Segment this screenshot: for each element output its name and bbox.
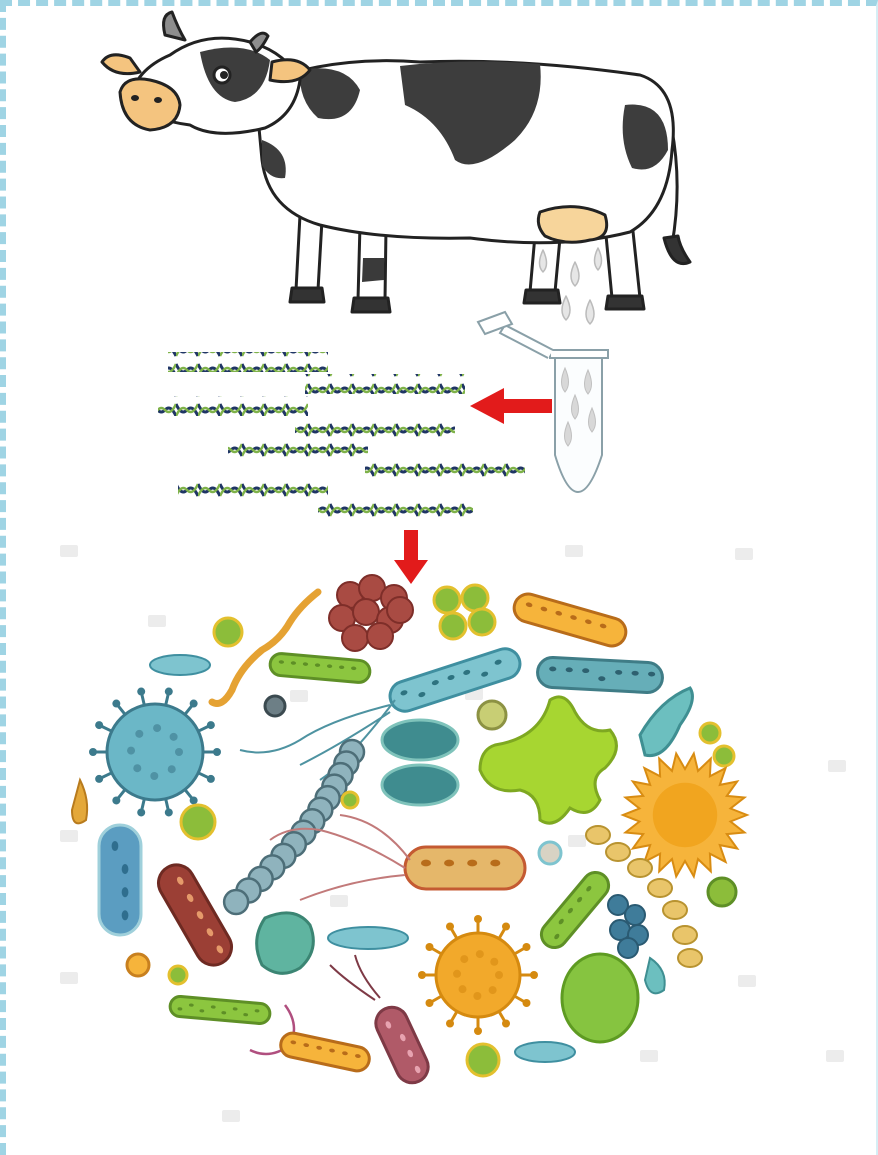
flagella [240, 700, 395, 780]
dna-strand [228, 440, 368, 460]
bacillus-large [405, 847, 525, 889]
bacillus-pink [371, 1002, 434, 1088]
bacillus-green [169, 996, 270, 1025]
watermark-mark [222, 1110, 240, 1122]
watermark-mark [330, 895, 348, 907]
coccus [478, 701, 506, 729]
coccus [467, 1044, 499, 1076]
spirillum [212, 592, 318, 704]
protozoan [645, 958, 665, 993]
watermark-mark [640, 1050, 658, 1062]
bacterium-small [328, 927, 408, 949]
dna-icon [158, 352, 525, 520]
coccus [539, 842, 561, 864]
bacillus-hairy [99, 825, 141, 935]
virus-orange [418, 915, 538, 1035]
bacillus-green [269, 653, 371, 684]
bacillus-orange [278, 1031, 371, 1073]
coccus [214, 618, 242, 646]
bacterium-small [515, 1042, 575, 1062]
watermark-mark [60, 972, 78, 984]
dna-strand [158, 396, 308, 416]
dna-strand [295, 420, 455, 440]
diatom [257, 913, 314, 973]
watermark-mark [735, 548, 753, 560]
bacterium-small [150, 655, 210, 675]
bacillus-orange [511, 591, 629, 650]
virus-blue [89, 688, 221, 817]
arrow-tube-to-dna [470, 388, 552, 424]
watermark-mark [828, 760, 846, 772]
dna-strand [168, 352, 328, 372]
watermark-mark [568, 835, 586, 847]
coccus [181, 805, 215, 839]
coccus [127, 954, 149, 976]
dna-strand [305, 374, 465, 394]
diplococcus [440, 613, 466, 639]
ciliate [382, 765, 458, 805]
watermark-mark [60, 830, 78, 842]
blue-cluster [608, 895, 648, 958]
watermark-mark [290, 690, 308, 702]
streptococcus-chain [224, 740, 364, 914]
watermark-mark [738, 975, 756, 987]
dna-strand [365, 460, 525, 480]
dna-strand [318, 500, 473, 520]
diplococcus [469, 609, 495, 635]
coccus [265, 696, 285, 716]
diplococcus [434, 587, 460, 613]
watermark-mark [826, 1050, 844, 1062]
arrow-dna-to-microbes [394, 530, 428, 584]
green-cell [562, 954, 638, 1042]
bacteria-icon [60, 545, 846, 1122]
ciliate [382, 720, 458, 760]
watermark-mark [148, 615, 166, 627]
coccus [714, 746, 734, 766]
staphylococcus-cluster [329, 575, 413, 651]
bacillus-maroon [152, 858, 238, 971]
protozoan [640, 688, 692, 756]
coccus [342, 792, 358, 808]
coccus [700, 723, 720, 743]
flagella-pink [330, 955, 380, 1000]
watermark-mark [565, 545, 583, 557]
bacillus-green [536, 867, 614, 953]
cow-icon [102, 12, 690, 324]
diplococcus [462, 585, 488, 611]
dna-strand [178, 478, 328, 498]
yeast-cell [72, 780, 87, 823]
spiky-microbe [623, 754, 747, 877]
bacillus-blue [537, 657, 663, 694]
watermark-mark [60, 545, 78, 557]
coccus [708, 878, 736, 906]
coccus [169, 966, 187, 984]
